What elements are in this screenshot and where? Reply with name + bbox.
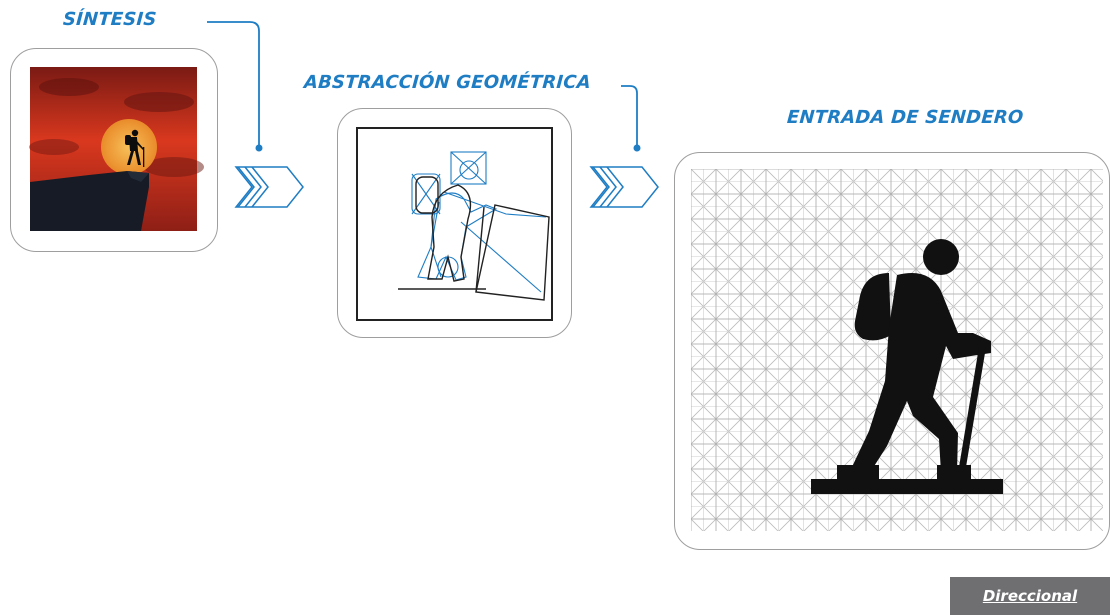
triple-chevron-arrow-icon xyxy=(234,166,304,208)
direccional-link-label[interactable]: Direccional xyxy=(982,587,1078,605)
direccional-link-button[interactable]: Direccional xyxy=(950,577,1110,615)
step1-title: SÍNTESIS xyxy=(62,9,158,30)
step3-title: ENTRADA DE SENDERO xyxy=(786,107,1025,128)
connector-dot-1 xyxy=(255,144,263,152)
sketch-frame xyxy=(356,127,553,321)
hiker-geometric-sketch-icon xyxy=(398,151,551,302)
hiker-trailhead-pictogram-icon xyxy=(691,169,1104,532)
geometric-abstraction-card xyxy=(337,108,572,338)
connector-line-2 xyxy=(621,85,638,148)
synthesis-card xyxy=(10,48,218,252)
triple-chevron-arrow-icon xyxy=(589,166,659,208)
hiker-sunset-photo-icon xyxy=(29,67,205,232)
trailhead-card xyxy=(674,152,1110,550)
step2-title: ABSTRACCIÓN GEOMÉTRICA xyxy=(303,72,592,93)
connector-dot-2 xyxy=(633,144,641,152)
